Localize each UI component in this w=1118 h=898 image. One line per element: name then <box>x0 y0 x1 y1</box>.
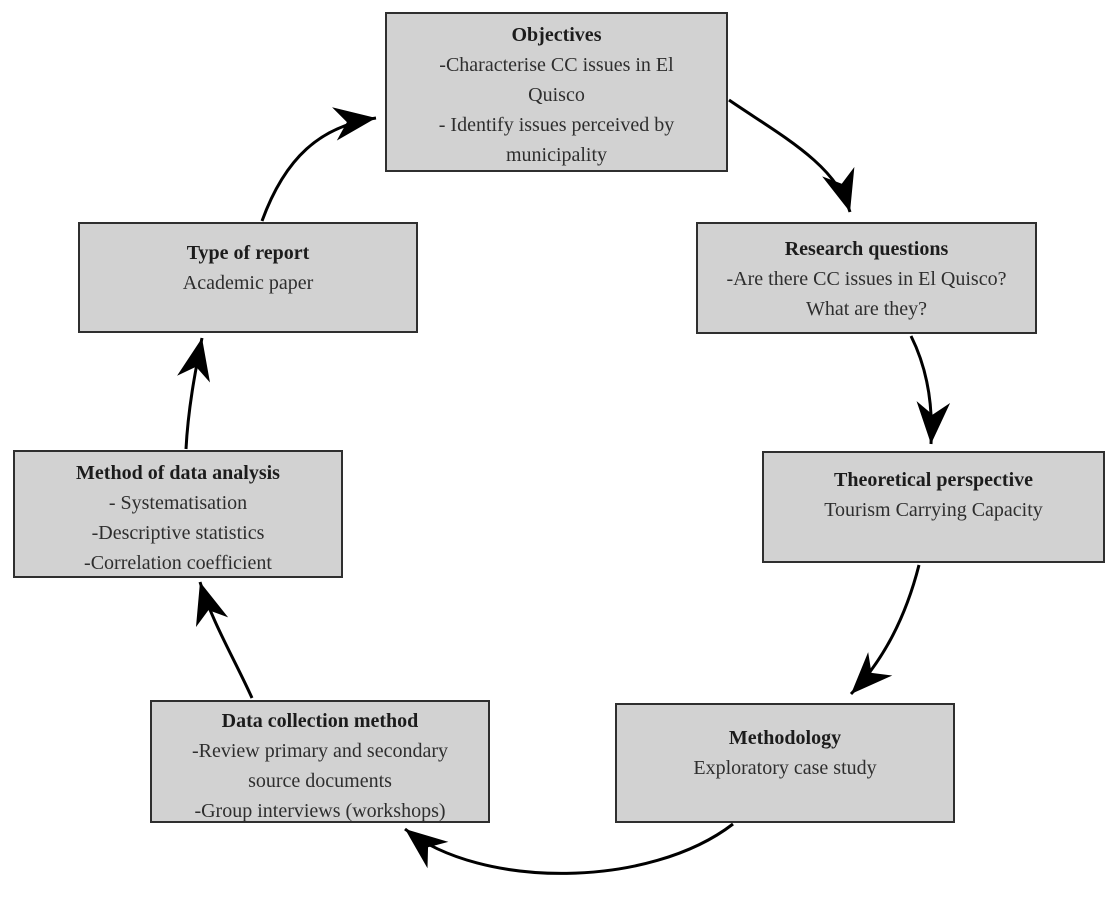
arrow-research-questions-to-theoretical <box>909 335 951 445</box>
node-objectives-line: Quisco <box>528 84 585 106</box>
node-objectives-line: -Characterise CC issues in El <box>439 54 674 76</box>
node-theoretical-perspective-line: Tourism Carrying Capacity <box>824 499 1043 521</box>
arrow-theoretical-to-methodology <box>849 564 921 696</box>
node-method-of-data-analysis-line: - Systematisation <box>108 492 248 514</box>
node-objectives-line: - Identify issues perceived by <box>438 114 675 136</box>
node-methodology-line: Exploratory case study <box>693 757 877 779</box>
node-methodology: Methodology Exploratory case study <box>615 703 955 823</box>
node-method-of-data-analysis-line: -Descriptive statistics <box>91 522 265 544</box>
node-method-of-data-analysis-line: -Correlation coefficient <box>84 552 272 574</box>
arrow-methodology-to-data-collection <box>404 822 734 875</box>
node-data-collection-method-line: -Group interviews (workshops) <box>194 800 446 822</box>
node-methodology-title: Methodology <box>728 727 842 749</box>
node-type-of-report-line: Academic paper <box>182 272 314 294</box>
node-method-of-data-analysis-title: Method of data analysis <box>76 462 280 484</box>
node-objectives-line: municipality <box>505 144 608 166</box>
node-research-questions-line: What are they? <box>805 298 928 320</box>
node-objectives: Objectives -Characterise CC issues in El… <box>385 12 728 172</box>
node-data-collection-method: Data collection method -Review primary a… <box>150 700 490 823</box>
node-data-collection-method-title: Data collection method <box>221 710 419 732</box>
node-data-collection-method-line: -Review primary and secondary <box>191 740 448 762</box>
node-theoretical-perspective-title: Theoretical perspective <box>833 469 1033 491</box>
node-research-questions-line: -Are there CC issues in El Quisco? <box>726 268 1007 290</box>
arrow-analysis-to-type-of-report <box>177 337 210 450</box>
node-research-questions: Research questions -Are there CC issues … <box>696 222 1037 334</box>
arrow-type-of-report-to-objectives <box>260 107 377 222</box>
node-research-questions-title: Research questions <box>784 238 949 260</box>
arrow-objectives-to-research-questions <box>728 98 855 213</box>
arrow-data-collection-to-analysis <box>195 581 254 699</box>
node-objectives-title: Objectives <box>511 24 602 46</box>
node-type-of-report-title: Type of report <box>186 242 310 264</box>
node-method-of-data-analysis: Method of data analysis - Systematisatio… <box>13 450 343 578</box>
node-data-collection-method-line: source documents <box>248 770 392 792</box>
node-type-of-report: Type of report Academic paper <box>78 222 418 333</box>
node-theoretical-perspective: Theoretical perspective Tourism Carrying… <box>762 451 1105 563</box>
